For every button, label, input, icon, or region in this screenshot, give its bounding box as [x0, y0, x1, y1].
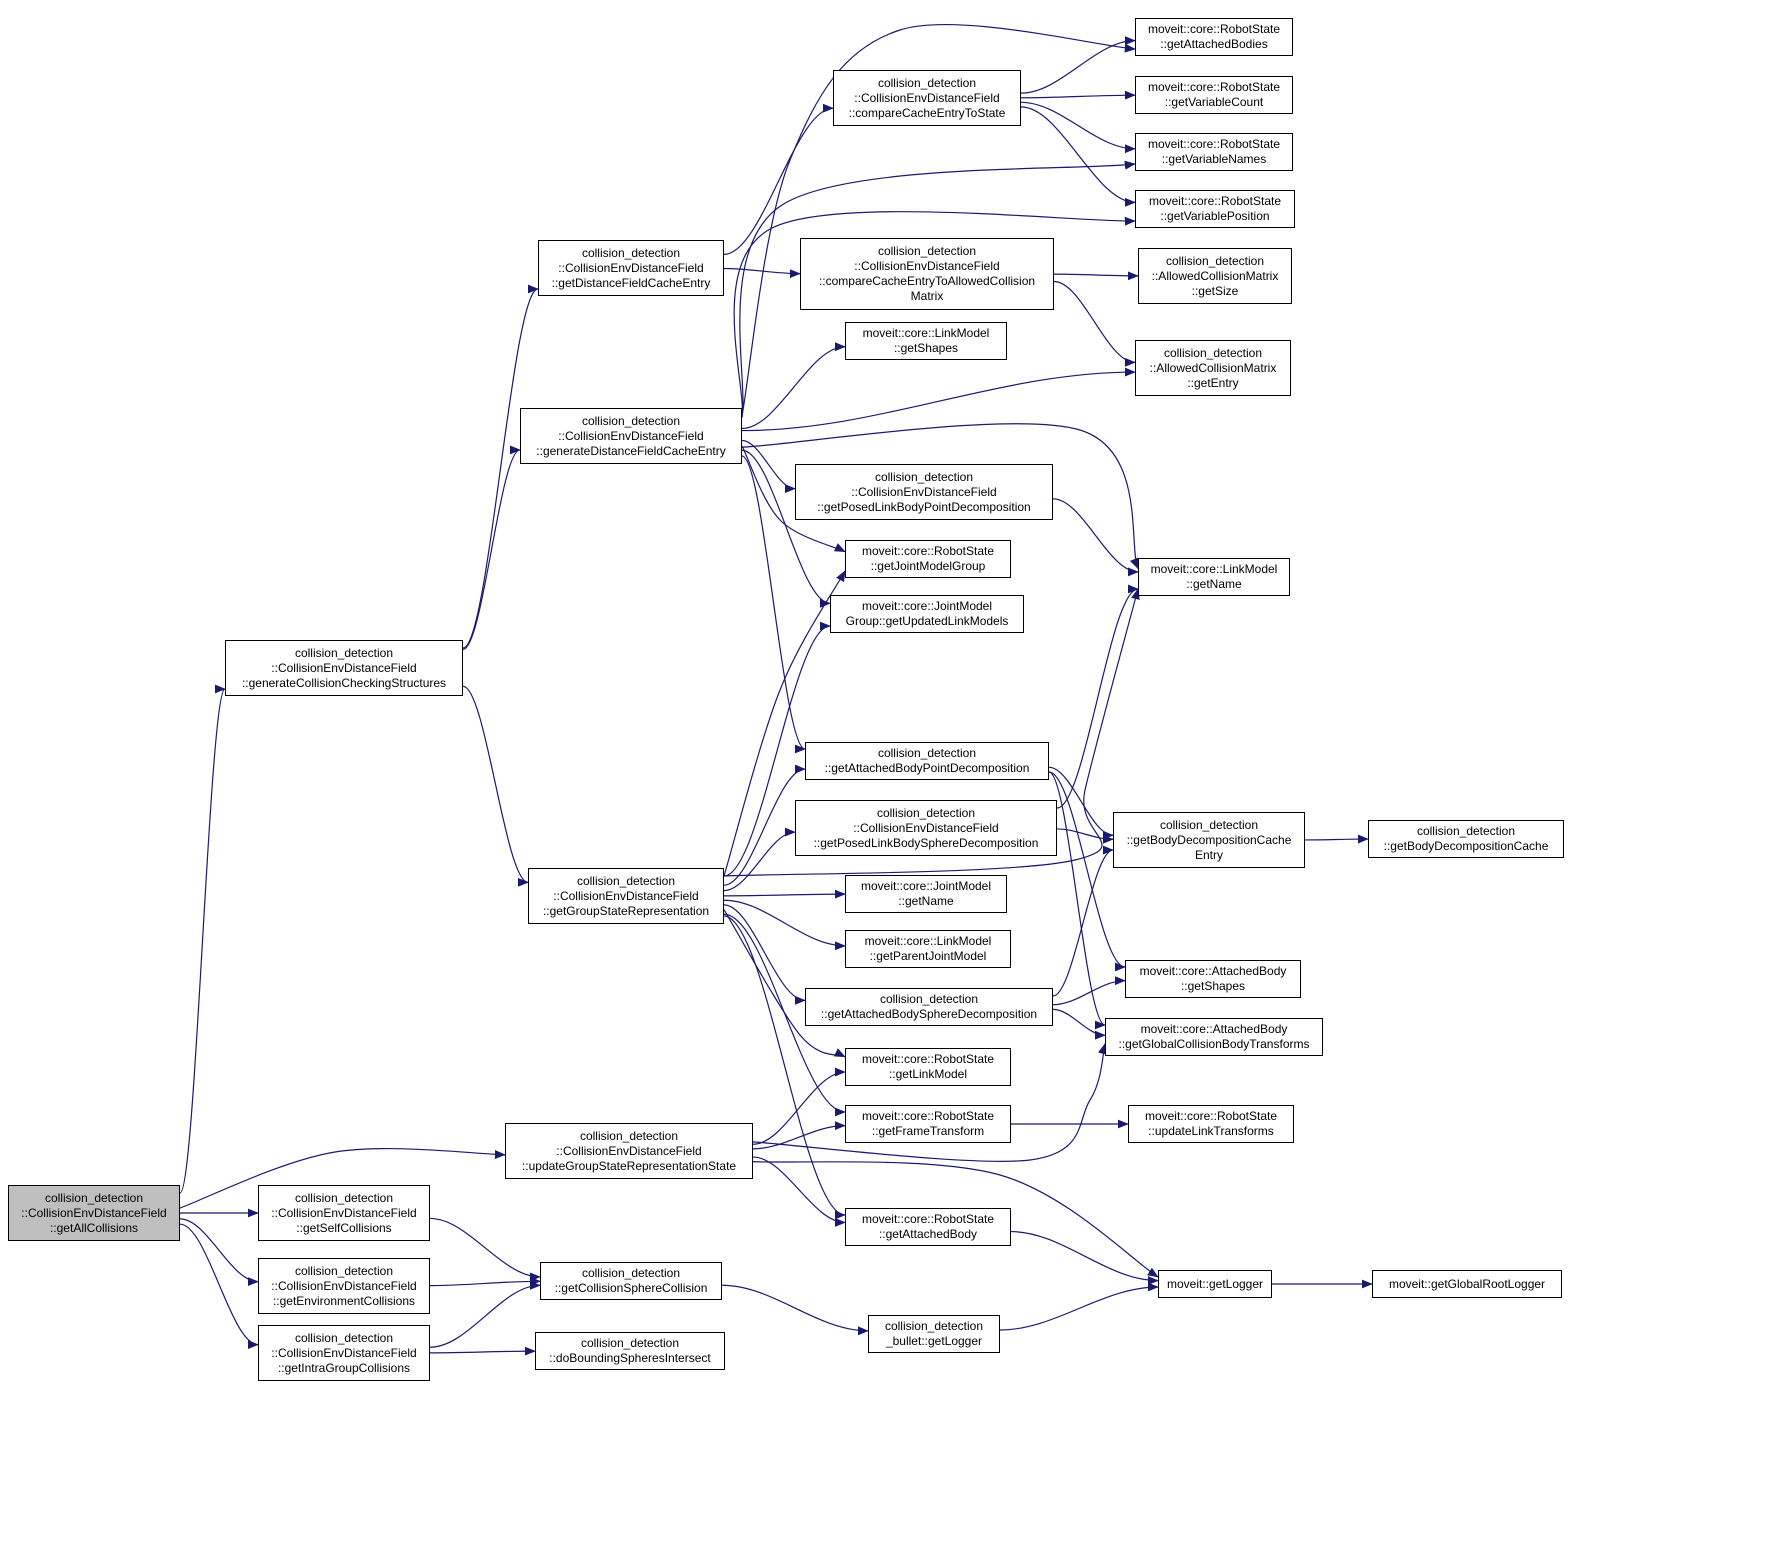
graph-node-get-frame-transform[interactable]: moveit::core::RobotState ::getFrameTrans…: [845, 1105, 1011, 1143]
graph-node-get-updated-link-models[interactable]: moveit::core::JointModel Group::getUpdat…: [830, 595, 1024, 633]
call-edge-compare-cache-entry-to-acm--acm-get-size: [1053, 271, 1139, 281]
call-edge-get-attached-body-point-decomposition--get-global-collision-body-transforms: [1048, 771, 1106, 1030]
call-edge-get-group-state-representation--joint-model-get-name: [723, 889, 846, 899]
call-edge-update-group-state-representation-state--moveit-get-logger: [752, 1161, 1159, 1278]
call-edge-generate-distance-field-cache-entry--get-variable-names: [739, 160, 1136, 417]
graph-node-get-intra-group-collisions[interactable]: collision_detection ::CollisionEnvDistan…: [258, 1325, 430, 1381]
graph-node-compare-cache-entry-to-state[interactable]: collision_detection ::CollisionEnvDistan…: [833, 70, 1021, 126]
graph-node-link-model-get-parent-joint-model[interactable]: moveit::core::LinkModel ::getParentJoint…: [845, 930, 1011, 968]
call-edge-get-group-state-representation--get-attached-body-point-decomposition: [723, 764, 806, 886]
call-edge-get-attached-body-sphere-decomposition--get-global-collision-body-transforms: [1052, 1008, 1106, 1040]
graph-node-link-model-get-name[interactable]: moveit::core::LinkModel ::getName: [1138, 558, 1290, 596]
call-edge-get-all-collisions--update-group-state-representation-state: [179, 1147, 506, 1209]
call-edge-get-distance-field-cache-entry--compare-cache-entry-to-acm: [723, 267, 801, 279]
graph-node-get-joint-model-group[interactable]: moveit::core::RobotState ::getJointModel…: [845, 540, 1011, 578]
call-edge-get-group-state-representation--get-updated-link-models: [723, 621, 831, 877]
call-edge-update-group-state-representation-state--get-link-model: [752, 1067, 846, 1145]
call-edge-generate-distance-field-cache-entry--acm-get-entry: [741, 367, 1136, 432]
call-edge-get-distance-field-cache-entry--compare-cache-entry-to-state: [723, 103, 834, 255]
graph-node-get-variable-count[interactable]: moveit::core::RobotState ::getVariableCo…: [1135, 76, 1293, 114]
call-edge-compare-cache-entry-to-state--get-attached-bodies: [1020, 36, 1136, 94]
call-edge-get-collision-sphere-collision--bullet-get-logger: [721, 1284, 869, 1336]
graph-node-compare-cache-entry-to-acm[interactable]: collision_detection ::CollisionEnvDistan…: [800, 238, 1054, 310]
graph-node-get-attached-bodies[interactable]: moveit::core::RobotState ::getAttachedBo…: [1135, 18, 1293, 56]
call-edge-get-posed-link-body-sphere-decomposition--link-model-get-name: [1056, 584, 1139, 809]
call-edge-generate-distance-field-cache-entry--get-variable-position: [733, 211, 1136, 418]
call-edge-get-attached-body-point-decomposition--attached-body-get-shapes: [1048, 771, 1126, 972]
call-edge-compare-cache-entry-to-state--get-variable-names: [1020, 101, 1136, 154]
call-edge-get-all-collisions--get-intra-group-collisions: [179, 1223, 259, 1350]
call-edge-update-group-state-representation-state--get-global-collision-body-transforms: [752, 1043, 1107, 1162]
graph-node-link-model-get-shapes[interactable]: moveit::core::LinkModel ::getShapes: [845, 322, 1007, 360]
call-edge-update-group-state-representation-state--get-frame-transform: [752, 1121, 846, 1150]
graph-node-bullet-get-logger[interactable]: collision_detection _bullet::getLogger: [868, 1315, 1000, 1353]
call-edge-generate-distance-field-cache-entry--get-updated-link-models: [741, 449, 831, 608]
call-edge-get-posed-link-body-point-decomposition--link-model-get-name: [1052, 498, 1139, 577]
call-edge-generate-distance-field-cache-entry--get-attached-bodies: [741, 24, 1136, 417]
call-edge-compare-cache-entry-to-acm--acm-get-entry: [1053, 280, 1136, 367]
graph-node-generate-distance-field-cache-entry[interactable]: collision_detection ::CollisionEnvDistan…: [520, 408, 742, 464]
call-edge-get-attached-body-sphere-decomposition--get-body-decomposition-cache-entry: [1052, 845, 1114, 997]
call-edge-get-intra-group-collisions--do-bounding-spheres-intersect: [429, 1346, 536, 1356]
graph-node-get-attached-body[interactable]: moveit::core::RobotState ::getAttachedBo…: [845, 1208, 1011, 1246]
call-edge-get-group-state-representation--link-model-get-parent-joint-model: [723, 899, 846, 951]
graph-node-do-bounding-spheres-intersect[interactable]: collision_detection ::doBoundingSpheresI…: [535, 1332, 725, 1370]
call-edge-get-posed-link-body-sphere-decomposition--get-body-decomposition-cache-entry: [1056, 828, 1114, 844]
call-edge-get-intra-group-collisions--get-collision-sphere-collision: [429, 1280, 541, 1348]
graph-node-get-all-collisions: collision_detection ::CollisionEnvDistan…: [8, 1185, 180, 1241]
call-edge-get-group-state-representation--get-frame-transform: [723, 913, 846, 1117]
graph-node-get-posed-link-body-sphere-decomposition[interactable]: collision_detection ::CollisionEnvDistan…: [795, 800, 1057, 856]
graph-node-get-variable-names[interactable]: moveit::core::RobotState ::getVariableNa…: [1135, 133, 1293, 171]
graph-node-get-variable-position[interactable]: moveit::core::RobotState ::getVariablePo…: [1135, 190, 1295, 228]
call-edge-get-group-state-representation--get-joint-model-group: [723, 570, 846, 877]
call-edge-get-environment-collisions--get-collision-sphere-collision: [429, 1276, 541, 1287]
call-edge-get-attached-body-point-decomposition--get-body-decomposition-cache-entry: [1048, 766, 1114, 840]
graph-node-generate-collision-checking-structures[interactable]: collision_detection ::CollisionEnvDistan…: [225, 640, 463, 696]
call-edge-get-all-collisions--generate-collision-checking-structures: [179, 684, 226, 1194]
call-edge-generate-collision-checking-structures--generate-distance-field-cache-entry: [462, 445, 521, 651]
call-edge-compare-cache-entry-to-state--get-variable-count: [1020, 90, 1136, 100]
call-edge-generate-distance-field-cache-entry--get-posed-link-body-point-decomposition: [741, 439, 796, 494]
graph-node-get-environment-collisions[interactable]: collision_detection ::CollisionEnvDistan…: [258, 1258, 430, 1314]
graph-node-update-link-transforms[interactable]: moveit::core::RobotState ::updateLinkTra…: [1128, 1105, 1294, 1143]
call-edge-get-body-decomposition-cache-entry--get-body-decomposition-cache: [1304, 834, 1369, 844]
graph-node-get-collision-sphere-collision[interactable]: collision_detection ::getCollisionSphere…: [540, 1262, 722, 1300]
graph-node-update-group-state-representation-state[interactable]: collision_detection ::CollisionEnvDistan…: [505, 1123, 753, 1179]
call-edge-generate-collision-checking-structures--get-group-state-representation: [462, 685, 529, 887]
call-edge-get-group-state-representation--get-posed-link-body-sphere-decomposition: [723, 827, 796, 892]
call-edge-bullet-get-logger--moveit-get-logger: [999, 1282, 1159, 1331]
graph-node-get-distance-field-cache-entry[interactable]: collision_detection ::CollisionEnvDistan…: [538, 240, 724, 296]
graph-node-moveit-get-logger[interactable]: moveit::getLogger: [1158, 1270, 1272, 1298]
graph-node-get-body-decomposition-cache-entry[interactable]: collision_detection ::getBodyDecompositi…: [1113, 812, 1305, 868]
call-edge-compare-cache-entry-to-state--get-variable-position: [1020, 106, 1136, 207]
call-edge-get-attached-body--moveit-get-logger: [1010, 1230, 1159, 1286]
call-edge-get-group-state-representation--link-model-get-name: [723, 588, 1140, 877]
call-edge-get-all-collisions--get-environment-collisions: [179, 1218, 259, 1287]
graph-node-moveit-get-global-root-logger[interactable]: moveit::getGlobalRootLogger: [1372, 1270, 1562, 1298]
graph-node-get-attached-body-sphere-decomposition[interactable]: collision_detection ::getAttachedBodySph…: [805, 988, 1053, 1026]
call-edge-get-self-collisions--get-collision-sphere-collision: [429, 1217, 541, 1282]
call-edge-generate-distance-field-cache-entry--link-model-get-name: [741, 423, 1139, 570]
graph-node-get-posed-link-body-point-decomposition[interactable]: collision_detection ::CollisionEnvDistan…: [795, 464, 1053, 520]
graph-node-get-global-collision-body-transforms[interactable]: moveit::core::AttachedBody ::getGlobalCo…: [1105, 1018, 1323, 1056]
graph-node-get-link-model[interactable]: moveit::core::RobotState ::getLinkModel: [845, 1048, 1011, 1086]
graph-node-get-self-collisions[interactable]: collision_detection ::CollisionEnvDistan…: [258, 1185, 430, 1241]
call-edge-generate-collision-checking-structures--get-distance-field-cache-entry: [462, 284, 539, 649]
graph-node-get-group-state-representation[interactable]: collision_detection ::CollisionEnvDistan…: [528, 868, 724, 924]
graph-node-joint-model-get-name[interactable]: moveit::core::JointModel ::getName: [845, 875, 1007, 913]
graph-node-acm-get-entry[interactable]: collision_detection ::AllowedCollisionMa…: [1135, 340, 1291, 396]
graph-node-get-body-decomposition-cache[interactable]: collision_detection ::getBodyDecompositi…: [1368, 820, 1564, 858]
call-edge-update-group-state-representation-state--get-attached-body: [752, 1156, 846, 1227]
call-edge-get-group-state-representation--get-attached-body: [723, 915, 846, 1220]
call-edge-get-group-state-representation--get-link-model: [723, 909, 846, 1058]
call-edge-generate-distance-field-cache-entry--get-joint-model-group: [741, 445, 846, 553]
call-edge-generate-distance-field-cache-entry--get-attached-body-point-decomposition: [741, 455, 806, 754]
graph-node-get-attached-body-point-decomposition[interactable]: collision_detection ::getAttachedBodyPoi…: [805, 742, 1049, 780]
call-edge-get-attached-body-sphere-decomposition--attached-body-get-shapes: [1052, 976, 1126, 1006]
graph-node-attached-body-get-shapes[interactable]: moveit::core::AttachedBody ::getShapes: [1125, 960, 1301, 998]
call-edge-generate-distance-field-cache-entry--link-model-get-shapes: [741, 342, 846, 429]
call-edge-get-group-state-representation--get-attached-body-sphere-decomposition: [723, 904, 806, 1005]
graph-node-acm-get-size[interactable]: collision_detection ::AllowedCollisionMa…: [1138, 248, 1292, 304]
